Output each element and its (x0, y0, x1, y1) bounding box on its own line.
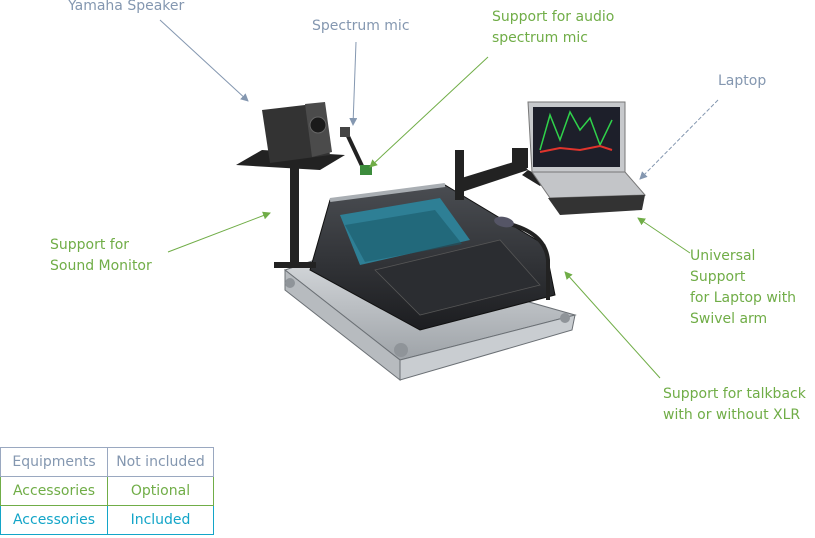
label-support-sound-monitor: Support for Sound Monitor (50, 237, 152, 274)
laptop-image (527, 101, 647, 215)
legend-category: Equipments (0, 447, 108, 477)
arrow-spectrum-mic (349, 41, 358, 126)
legend-row-equipments: Equipments Not included (0, 447, 214, 477)
legend-status: Optional (107, 476, 214, 506)
legend-category: Accessories (0, 476, 108, 506)
label-yamaha-speaker: Yamaha Speaker (68, 0, 185, 14)
legend-row-optional: Accessories Optional (0, 476, 214, 506)
label-universal-support: Universal Support for Laptop with Swivel… (690, 248, 797, 327)
legend-status: Not included (107, 447, 214, 477)
mixing-console (309, 183, 556, 331)
label-laptop: Laptop (718, 73, 767, 89)
arrow-yamaha-speaker (159, 19, 249, 102)
label-support-talkback: Support for talkback with or without XLR (663, 386, 806, 423)
arrow-talkback (564, 271, 661, 379)
arrow-support-audio-mic (369, 56, 489, 168)
legend-row-included: Accessories Included (0, 505, 214, 535)
arrow-sound-monitor (167, 211, 271, 253)
arrow-universal-support (637, 217, 691, 254)
legend-table: Equipments Not included Accessories Opti… (0, 447, 214, 535)
legend-category: Accessories (0, 505, 108, 535)
yamaha-speaker-image (262, 102, 332, 163)
label-spectrum-mic: Spectrum mic (312, 18, 410, 34)
talkback-mic-image (494, 216, 550, 300)
arrow-laptop (639, 99, 719, 180)
label-support-audio-mic: Support for audio spectrum mic (492, 9, 615, 46)
legend-status: Included (107, 505, 214, 535)
spectrum-mic-image (340, 127, 372, 175)
